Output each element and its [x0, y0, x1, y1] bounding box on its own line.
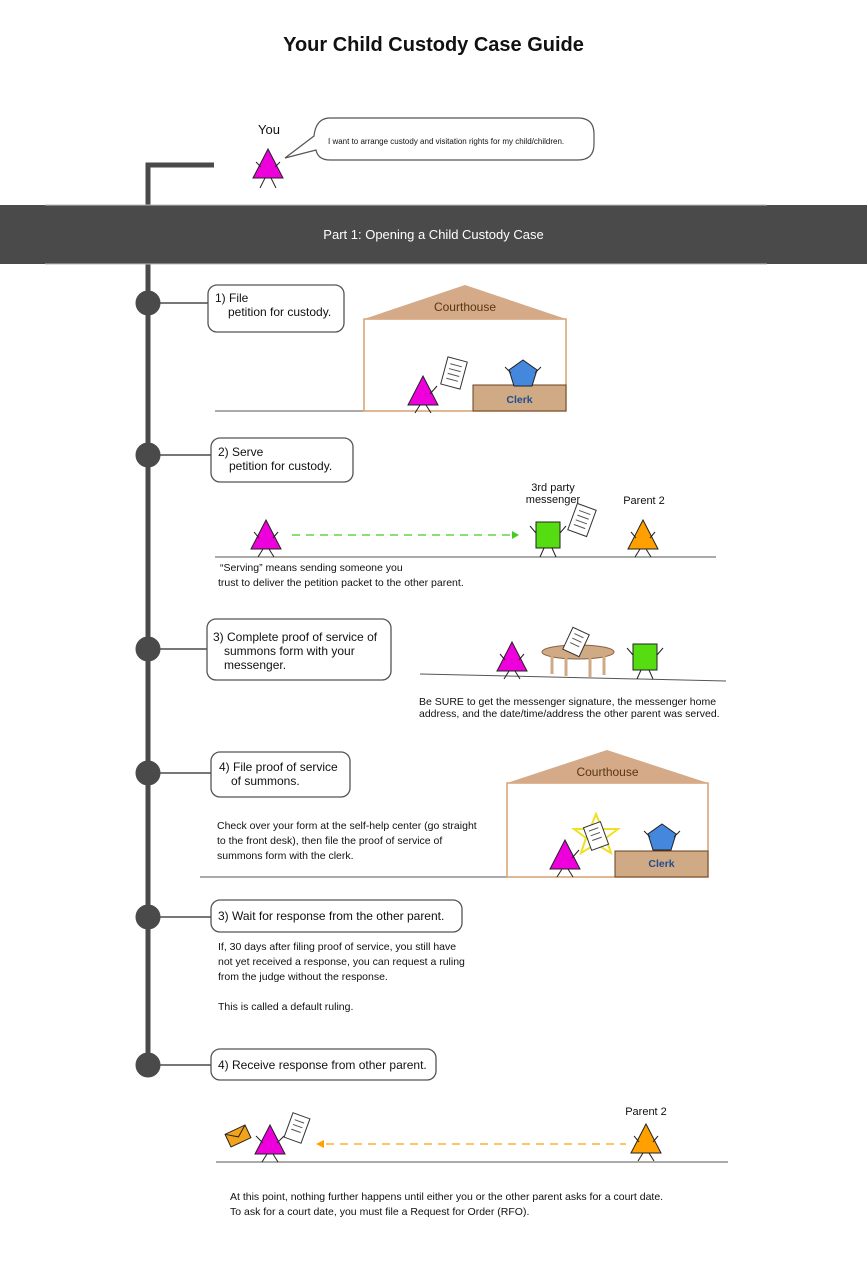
courthouse-scene-1	[215, 285, 567, 414]
step-1-label: 1) File petition for custody.	[215, 291, 332, 319]
response-scene	[216, 1112, 728, 1163]
signature-note: Be SURE to get the messenger signature, …	[419, 696, 720, 720]
step-5-label: 3) Wait for response from the other pare…	[218, 909, 445, 923]
clerk-label: Clerk	[506, 394, 533, 406]
parent-2-label-2: Parent 2	[625, 1106, 667, 1118]
parent-2-label: Parent 2	[623, 495, 665, 507]
courthouse-label-2: Courthouse	[576, 765, 639, 779]
step-boxes	[206, 284, 463, 1081]
footer-note: At this point, nothing further happens u…	[230, 1191, 664, 1218]
you-label: You	[258, 122, 280, 137]
signing-scene	[419, 626, 727, 682]
step-4-label: 4) File proof of service of summons.	[219, 760, 338, 788]
clerk-label-2: Clerk	[648, 858, 675, 870]
check-note: Check over your form at the self-help ce…	[217, 820, 477, 862]
messenger-label: 3rd party messenger	[525, 482, 581, 506]
default-ruling-note: If, 30 days after filing proof of servic…	[218, 941, 465, 1013]
serving-scene	[215, 502, 716, 558]
timeline-nodes	[135, 290, 211, 1078]
step-6-label: 4) Receive response from other parent.	[218, 1058, 427, 1072]
page-title: Your Child Custody Case Guide	[283, 34, 584, 56]
courthouse-scene-2	[200, 750, 709, 878]
speech-bubble	[284, 117, 595, 161]
part-banner-title: Part 1: Opening a Child Custody Case	[323, 227, 544, 242]
speech-bubble-text: I want to arrange custody and visitation…	[328, 137, 565, 146]
part-banner	[0, 205, 867, 264]
step-3-label: 3) Complete proof of service of summons …	[213, 630, 378, 672]
you-figure-intro	[252, 147, 284, 189]
step-2-label: 2) Serve petition for custody.	[218, 445, 333, 473]
courthouse-label: Courthouse	[433, 300, 497, 314]
serving-note: “Serving” means sending someone you trus…	[218, 562, 464, 589]
